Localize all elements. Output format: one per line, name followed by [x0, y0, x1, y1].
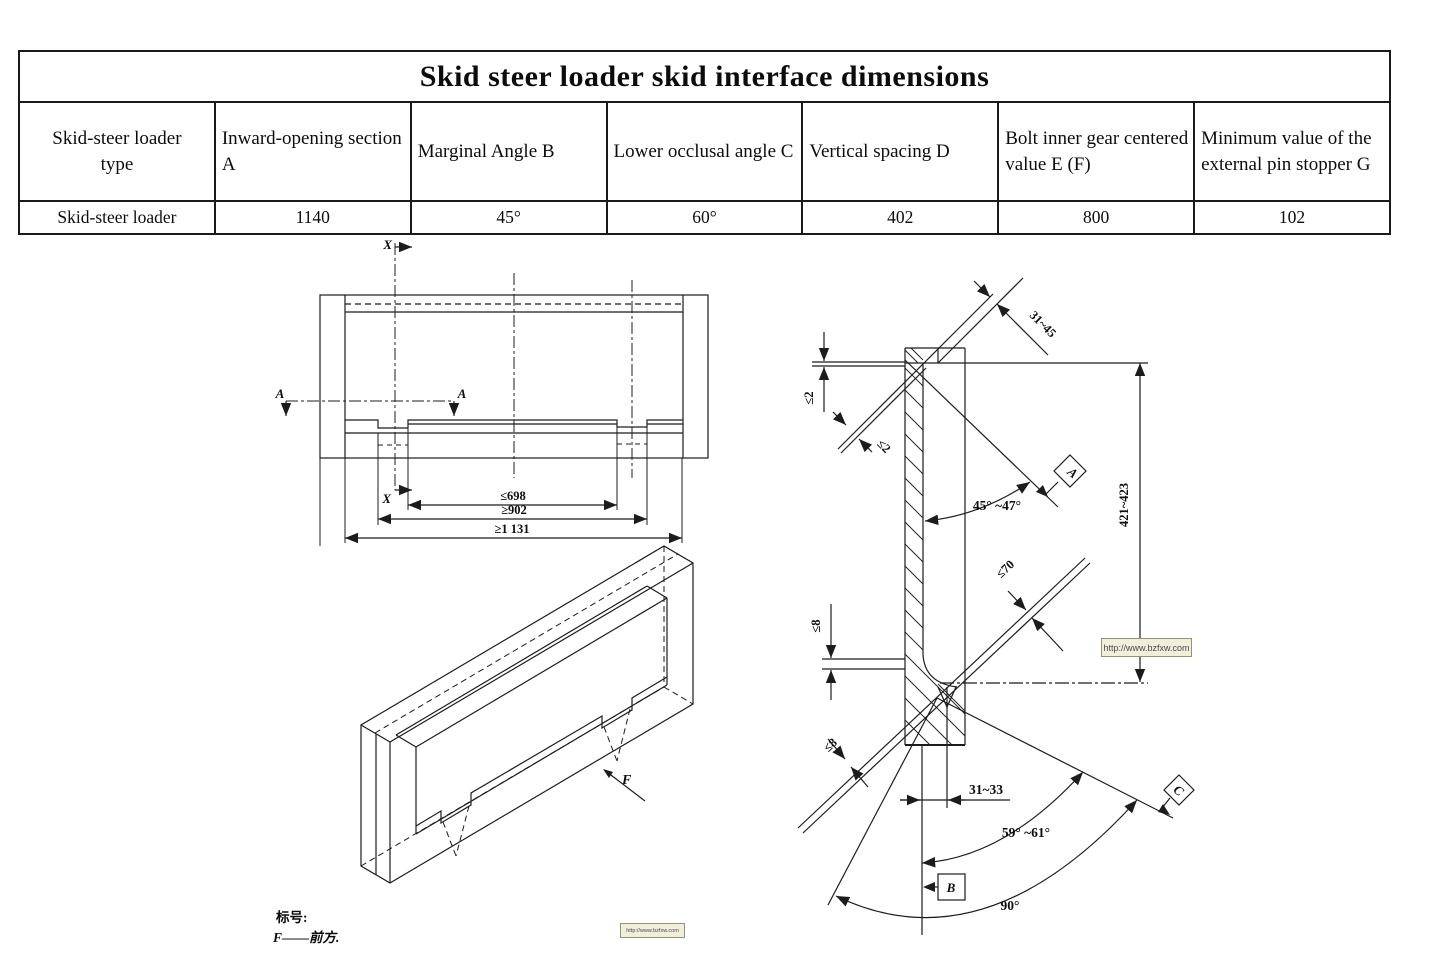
section-view-labels: 31~45 ≤2 ≤2 45° ~47° ≤70 421~423 ≤8 ≤8 3…: [802, 308, 1187, 913]
spec-table: Skid steer loader skid interface dimensi…: [18, 50, 1391, 235]
front-direction-label: F: [621, 773, 632, 788]
datum-x-top-label: X: [382, 237, 392, 252]
legend-heading: 标号:: [276, 910, 308, 925]
thk-8-vertical-label: ≤8: [809, 619, 823, 632]
cell-spacing-d: 402: [801, 200, 1000, 235]
table-title: Skid steer loader skid interface dimensi…: [18, 50, 1391, 103]
plan-view-drawing: [280, 241, 709, 546]
legend-front-note: F——前方.: [273, 930, 340, 945]
dim-421-423-label: 421~423: [1117, 483, 1131, 527]
cell-angle-c: 60°: [605, 200, 804, 235]
dim-902-label: ≥902: [501, 503, 527, 517]
watermark-url-right: http://www.bzfxw.com: [1101, 638, 1192, 657]
isometric-view-drawing: [360, 545, 694, 884]
cell-angle-b: 45°: [409, 200, 608, 235]
angle-90-label: 90°: [1001, 898, 1020, 913]
header-stopper-g: Minimum value of the external pin stoppe…: [1193, 101, 1391, 202]
datum-b-label: B: [946, 880, 956, 895]
thk-2-vertical-label: ≤2: [802, 391, 816, 404]
table-title-row: Skid steer loader skid interface dimensi…: [18, 50, 1391, 103]
angle-59-61-label: 59° ~61°: [1002, 825, 1050, 840]
table-data-row: Skid-steer loader 1140 45° 60° 402 800 1…: [18, 200, 1391, 235]
dim-698-label: ≤698: [500, 489, 526, 503]
datum-x-bottom-label: X: [381, 491, 391, 506]
header-spacing-d: Vertical spacing D: [801, 101, 1000, 202]
dim-70-label: ≤70: [993, 557, 1017, 580]
dim-1131-label: ≥1 131: [495, 522, 530, 536]
header-value-ef: Bolt inner gear centered value E (F): [997, 101, 1196, 202]
table-header-row: Skid-steer loader type Inward-opening se…: [18, 101, 1391, 202]
header-section-a: Inward-opening section A: [213, 101, 412, 202]
section-a-right-label: A: [457, 386, 467, 401]
dim-31-45-label: 31~45: [1027, 308, 1059, 340]
thk-2-oblique-label: ≤2: [874, 437, 893, 456]
cell-value-ef: 800: [997, 200, 1196, 235]
dim-31-33-label: 31~33: [969, 782, 1003, 797]
header-loader-type: Skid-steer loader type: [18, 101, 216, 202]
plan-view-labels: X X A A ≤698 ≥902 ≥1 131: [275, 237, 530, 536]
cell-section-a: 1140: [213, 200, 412, 235]
section-view-drawing: [797, 277, 1195, 935]
hatching: [904, 347, 966, 746]
thk-8-oblique-label: ≤8: [821, 735, 840, 754]
angle-45-47-label: 45° ~47°: [973, 498, 1021, 513]
header-angle-c: Lower occlusal angle C: [605, 101, 804, 202]
header-angle-b: Marginal Angle B: [409, 101, 608, 202]
cell-loader-type: Skid-steer loader: [18, 200, 216, 235]
section-a-left-label: A: [275, 386, 285, 401]
cell-stopper-g: 102: [1193, 200, 1391, 235]
watermark-url-bottom: http://www.bzfxw.com: [620, 923, 685, 938]
